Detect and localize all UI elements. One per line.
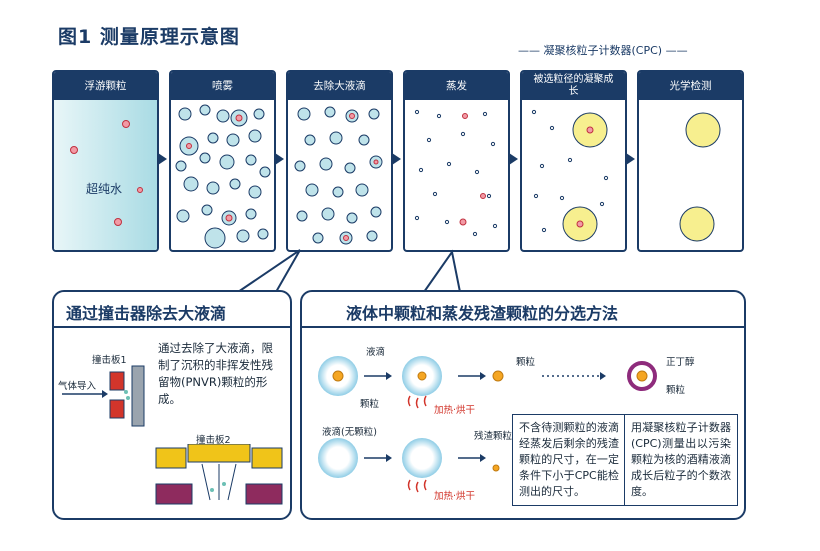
particle-label-3: 颗粒	[666, 385, 686, 396]
impactor2-label: 撞击板2	[196, 435, 231, 446]
cpc-label: —— 凝聚核粒子计数器(CPC) ——	[518, 44, 688, 57]
impactor-description: 通过去除了大液滴，限制了沉积的非挥发性残留物(PNVR)颗粒的形成。	[158, 341, 273, 406]
gas-inlet-label: 气体导入	[58, 381, 97, 392]
impactor1-label: 撞击板1	[92, 355, 127, 366]
separation-box-title: 液体中颗粒和蒸发残渣颗粒的分选方法	[346, 304, 619, 323]
flow-arrow	[509, 153, 518, 165]
particles-svg	[70, 120, 143, 226]
droplet-no-particle-label: 液滴(无颗粒)	[322, 427, 377, 438]
flow-arrow	[626, 153, 635, 165]
panel-spray: 喷雾	[169, 70, 276, 252]
impactor-box-title: 通过撞击器除去大液滴	[66, 304, 227, 323]
panel-remove-large-droplets: 去除大液滴	[286, 70, 393, 252]
panel-header: 被选粒径的凝聚成长	[522, 72, 625, 100]
small-droplets-svg	[294, 106, 383, 245]
panel-condensation-growth: 被选粒径的凝聚成长	[520, 70, 627, 252]
panel-header: 浮游颗粒	[54, 72, 157, 100]
impactor-box: 通过撞击器除去大液滴 通过去除了大液滴，限制了沉积的非挥发性残留物(PNVR)颗…	[52, 290, 292, 520]
grown-droplets-svg	[531, 109, 609, 242]
droplet-label: 液滴	[366, 347, 386, 358]
heat-dry-label-2: 加热·烘干	[434, 491, 476, 502]
particle-label: 颗粒	[360, 399, 380, 410]
panel-floating-particles: 浮游颗粒 超纯水	[52, 70, 159, 252]
panel-optical-detection: 光学检测	[637, 70, 744, 252]
panel-header: 去除大液滴	[288, 72, 391, 100]
ultrapure-water-label: 超纯水	[86, 182, 123, 196]
note-residue: 不含待测颗粒的液滴经蒸发后剩余的残渣颗粒的尺寸，在一定条件下小于CPC能检测出的…	[512, 414, 626, 506]
butanol-label: 正丁醇	[666, 357, 695, 368]
panel-evaporation: 蒸发	[403, 70, 510, 252]
flow-arrow	[275, 153, 284, 165]
separation-box: 液体中颗粒和蒸发残渣颗粒的分选方法 液滴 颗粒	[300, 290, 746, 520]
separation-diagram	[318, 356, 657, 493]
panel-header: 光学检测	[639, 72, 742, 100]
flow-arrow	[158, 153, 167, 165]
water-body: 超纯水	[54, 100, 157, 250]
heat-dry-label: 加热·烘干	[434, 405, 476, 416]
divider	[302, 326, 744, 328]
residue-particles-svg	[414, 109, 498, 237]
divider	[54, 326, 290, 328]
residue-particle-label: 残渣颗粒	[474, 431, 513, 442]
page-title: 图1 测量原理示意图	[58, 26, 240, 48]
particle-label-2: 颗粒	[516, 357, 536, 368]
note-cpc: 用凝聚核粒子计数器(CPC)测量出以污染颗粒为核的酒精液滴成长后粒子的个数浓度。	[624, 414, 738, 506]
flow-arrow	[392, 153, 401, 165]
detected-droplets-svg	[679, 112, 721, 242]
panel-header: 喷雾	[171, 72, 274, 100]
impactor1-diagram	[62, 365, 145, 427]
spray-droplets-svg	[175, 104, 271, 249]
impactor2-diagram	[155, 444, 283, 505]
panel-header: 蒸发	[405, 72, 508, 100]
